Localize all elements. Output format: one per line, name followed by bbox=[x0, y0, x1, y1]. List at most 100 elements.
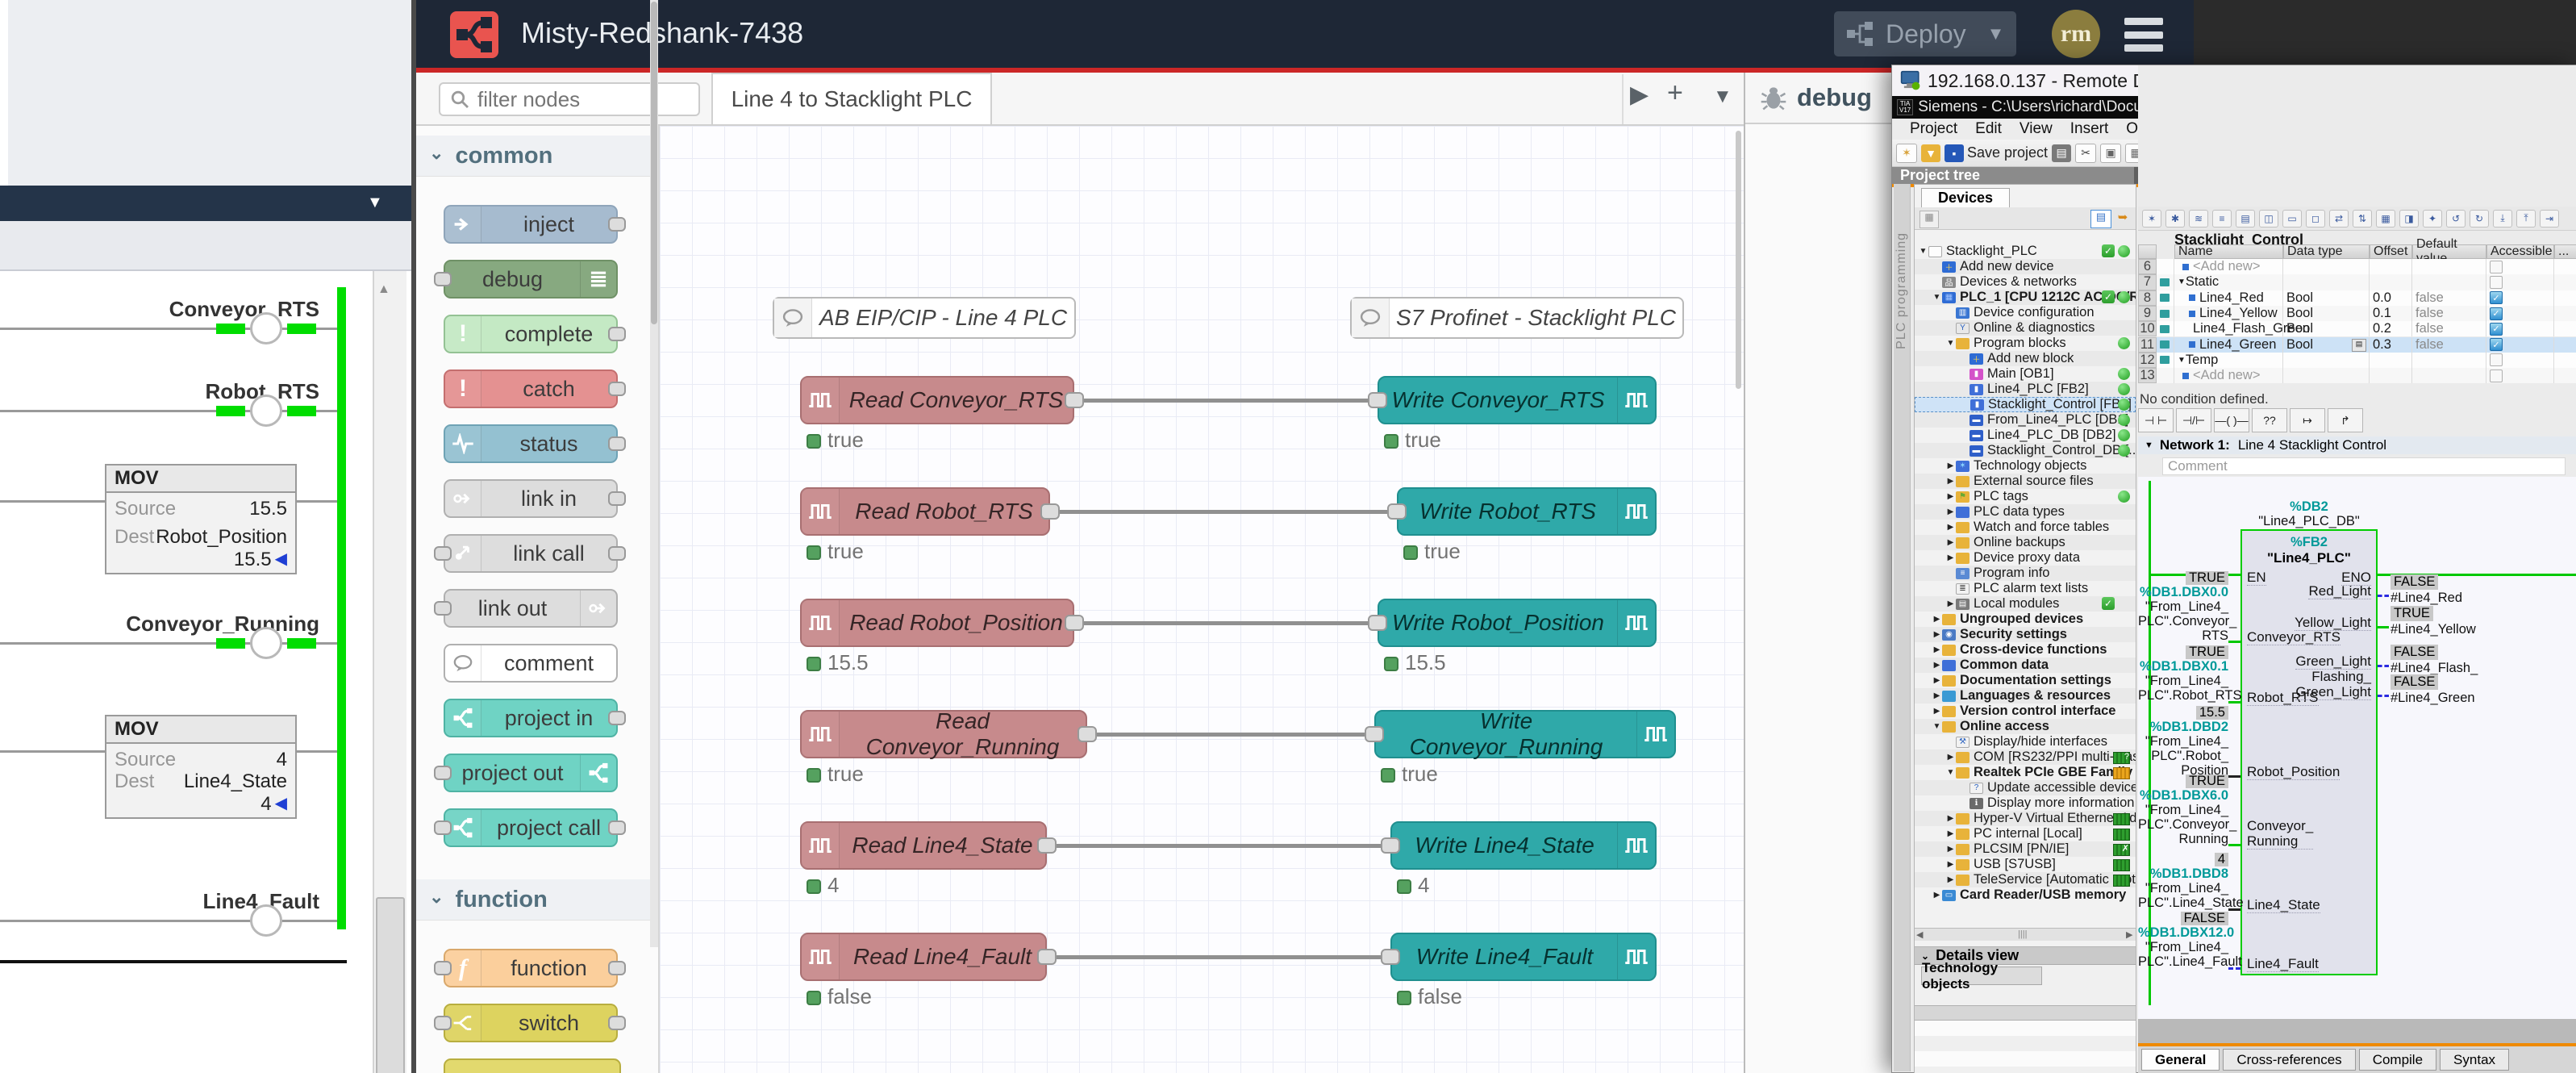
toolbar-icon[interactable]: ▤ bbox=[2052, 144, 2072, 162]
write-node[interactable]: Write Line4_Fault bbox=[1390, 933, 1657, 981]
input-port[interactable] bbox=[1387, 503, 1407, 520]
expander-icon[interactable]: ▶ bbox=[1933, 891, 1940, 900]
toolbar-icon[interactable]: ✂ bbox=[2075, 143, 2097, 163]
scroll-right-icon[interactable]: ▶ bbox=[2126, 930, 2133, 940]
expander-icon[interactable]: ▶ bbox=[1947, 599, 1954, 608]
toolbar-icon[interactable]: ▣ bbox=[2100, 143, 2122, 163]
output-port[interactable] bbox=[608, 327, 626, 341]
palette-node-status[interactable]: status bbox=[444, 424, 618, 463]
tab-devices[interactable]: Devices bbox=[1921, 188, 2010, 207]
editor-toolbar-icon[interactable]: ▤ bbox=[2236, 209, 2255, 228]
write-node[interactable]: Write Line4_State bbox=[1390, 821, 1657, 870]
input-port[interactable] bbox=[434, 601, 452, 616]
output-port[interactable] bbox=[608, 1016, 626, 1030]
tree-item-card-reader-usb-memory[interactable]: ▶▭Card Reader/USB memory bbox=[1915, 887, 2136, 903]
canvas-scroll-thumb[interactable] bbox=[1736, 131, 1741, 389]
tree-item-add-new-block[interactable]: ＋Add new block bbox=[1915, 351, 2136, 366]
network-header[interactable]: ▼ Network 1: Line 4 Stacklight Control bbox=[2138, 436, 2576, 454]
expander-icon[interactable]: ▶ bbox=[1947, 753, 1954, 762]
output-port[interactable] bbox=[608, 711, 626, 725]
tree-item-common-data[interactable]: ▶Common data bbox=[1915, 658, 2136, 673]
lad-instruction-button[interactable]: ?? bbox=[2252, 408, 2287, 432]
input-port[interactable] bbox=[434, 272, 452, 286]
scroll-up-icon[interactable]: ▲ bbox=[377, 282, 390, 296]
tree-settings-icon[interactable]: ▦ bbox=[1919, 211, 1939, 228]
tree-item-external-source-files[interactable]: ▶External source files bbox=[1915, 474, 2136, 489]
menu-edit[interactable]: Edit bbox=[1975, 120, 2002, 137]
input-port[interactable] bbox=[1365, 726, 1384, 742]
expander-icon[interactable]: ▶ bbox=[1947, 523, 1954, 532]
coil-symbol[interactable] bbox=[250, 904, 282, 937]
comment-node[interactable]: AB EIP/CIP - Line 4 PLC bbox=[773, 297, 1076, 339]
tree-item-languages-resources[interactable]: ▶Languages & resources bbox=[1915, 688, 2136, 704]
coil-symbol[interactable] bbox=[250, 395, 282, 427]
accessible-checkbox[interactable] bbox=[2490, 275, 2503, 289]
tree-item-stacklight-control-db-[interactable]: ▬Stacklight_Control_DB [... bbox=[1915, 443, 2136, 458]
expander-icon[interactable]: ▼ bbox=[1946, 339, 1955, 348]
editor-toolbar-icon[interactable]: ▭ bbox=[2282, 209, 2302, 228]
tree-item-program-blocks[interactable]: ▼Program blocks bbox=[1946, 336, 2066, 350]
expander-icon[interactable]: ▶ bbox=[1947, 845, 1954, 854]
write-node[interactable]: Write Conveyor_Running bbox=[1374, 708, 1676, 759]
expander-icon[interactable]: ▶ bbox=[1933, 645, 1940, 654]
output-port[interactable] bbox=[1037, 949, 1057, 965]
tree-item-stacklight-control-fb1-[interactable]: ▮Stacklight_Control [FB1] bbox=[1915, 397, 2136, 412]
editor-toolbar-icon[interactable]: ≡ bbox=[2212, 209, 2232, 228]
expander-icon[interactable]: ▶ bbox=[1947, 461, 1954, 470]
network-collapse-icon[interactable]: ▼ bbox=[2145, 440, 2153, 450]
expander-icon[interactable]: ▶ bbox=[1947, 538, 1954, 547]
tree-item-plc-data-types[interactable]: ▶PLC data types bbox=[1915, 504, 2136, 520]
collapse-icon[interactable]: ⌄ bbox=[1921, 950, 1930, 962]
palette-scroll-thumb[interactable] bbox=[651, 2, 657, 324]
input-port[interactable] bbox=[1368, 615, 1387, 631]
expander-icon[interactable]: ▼ bbox=[1946, 768, 1955, 777]
input-port[interactable] bbox=[434, 1016, 452, 1030]
coil-symbol[interactable] bbox=[250, 627, 282, 659]
accessible-checkbox[interactable] bbox=[2490, 260, 2503, 273]
output-port[interactable] bbox=[1065, 615, 1084, 631]
tree-item-hyper-v-virtual-ethernet-adapt[interactable]: ▶Hyper-V Virtual Ethernet Adapter bbox=[1915, 811, 2136, 826]
tree-item-from-line4-plc-db1-[interactable]: ▬From_Line4_PLC [DB1] bbox=[1915, 412, 2136, 428]
read-node[interactable]: Read Line4_State bbox=[800, 821, 1047, 870]
expander-icon[interactable]: ▶ bbox=[1933, 691, 1940, 700]
tab-technology-objects[interactable]: Technology objects bbox=[1921, 960, 2042, 992]
palette-section-function[interactable]: ⌄function bbox=[416, 879, 658, 921]
editor-toolbar-icon[interactable]: ◫ bbox=[2259, 209, 2278, 228]
output-port[interactable] bbox=[608, 820, 626, 835]
output-port[interactable] bbox=[608, 491, 626, 506]
tree-item-teleservice-automatic-protoco-[interactable]: ▶TeleService [Automatic protoco... bbox=[1915, 872, 2136, 887]
tree-item-online-backups[interactable]: ▶Online backups bbox=[1915, 535, 2136, 550]
toolbar-icon[interactable]: ✶ bbox=[1896, 143, 1917, 163]
tree-item-plc-tags[interactable]: ▶⚑PLC tags bbox=[1915, 489, 2136, 504]
editor-toolbar-icon[interactable]: ≋ bbox=[2189, 209, 2208, 228]
palette-node-comment[interactable]: comment bbox=[444, 644, 618, 683]
column-header-accessible[interactable]: Accessible bbox=[2486, 244, 2554, 259]
avatar[interactable]: rm bbox=[2052, 10, 2100, 58]
read-node[interactable]: Read Conveyor_RTS bbox=[800, 376, 1074, 424]
tree-item-program-info[interactable]: ≡Program info bbox=[1915, 566, 2136, 581]
chevron-down-icon[interactable]: ▼ bbox=[367, 194, 383, 211]
tree-item-stacklight-plc[interactable]: ▼Stacklight_PLC bbox=[1919, 244, 2037, 258]
expander-icon[interactable]: ▼ bbox=[1932, 293, 1941, 302]
input-port[interactable] bbox=[434, 820, 452, 835]
menu-project[interactable]: Project bbox=[1910, 120, 1958, 137]
table-row[interactable]: 13<Add new> bbox=[2138, 368, 2576, 384]
menu-view[interactable]: View bbox=[2019, 120, 2053, 137]
output-port[interactable] bbox=[608, 217, 626, 232]
lad-instruction-button[interactable]: —( )— bbox=[2214, 408, 2249, 432]
column-header-data-type[interactable]: Data type bbox=[2283, 244, 2370, 259]
editor-toolbar-icon[interactable]: ↺ bbox=[2446, 209, 2466, 228]
expander-icon[interactable]: ▼ bbox=[1932, 722, 1941, 731]
column-header-default-value[interactable]: Default value bbox=[2412, 237, 2486, 265]
save-project-button[interactable]: Save project bbox=[1967, 144, 2049, 161]
tree-item-technology-objects[interactable]: ▶✶Technology objects bbox=[1915, 458, 2136, 474]
editor-toolbar-icon[interactable]: ↻ bbox=[2470, 209, 2489, 228]
tree-item-version-control-interface[interactable]: ▶Version control interface bbox=[1915, 704, 2136, 719]
tree-item-display-hide-interfaces[interactable]: ⚒Display/hide interfaces bbox=[1915, 734, 2136, 749]
expander-icon[interactable]: ▶ bbox=[1933, 630, 1940, 639]
expander-icon[interactable]: ▶ bbox=[1933, 615, 1940, 624]
